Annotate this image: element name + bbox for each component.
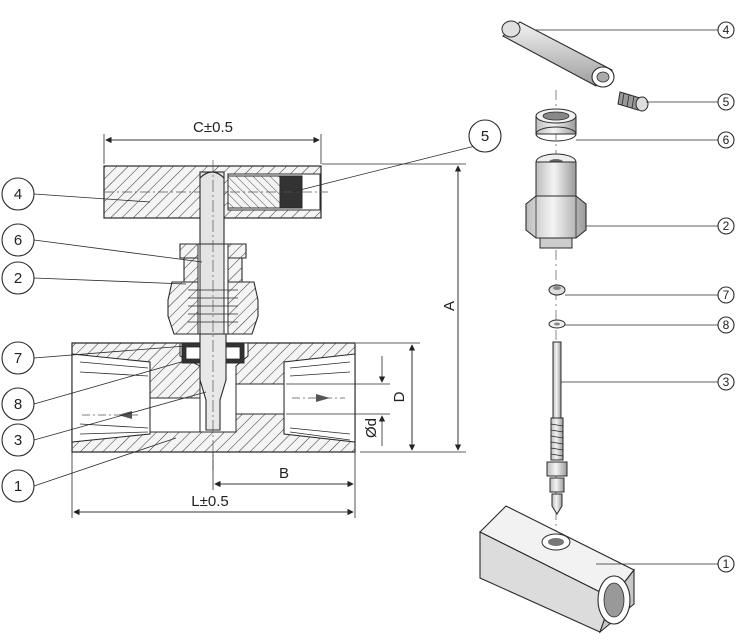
exploded-callout-8: 8 — [723, 318, 730, 332]
body-section — [71, 160, 356, 470]
exploded-callouts: 4 5 6 2 7 8 3 1 — [536, 21, 735, 573]
section-callouts: 5 4 6 2 7 8 3 — [1, 119, 502, 503]
exploded-callout-7: 7 — [723, 288, 730, 302]
exploded-body — [479, 505, 635, 634]
exploded-stem — [546, 341, 568, 515]
callout-6: 6 — [14, 232, 22, 249]
section-view: C±0.5 A D Ød B — [1, 119, 502, 518]
dimensions: C±0.5 A D Ød B — [71, 119, 466, 518]
dim-d-label: D — [391, 391, 408, 402]
callout-1: 1 — [14, 478, 22, 495]
callout-7: 7 — [14, 350, 22, 367]
dim-b-label: B — [279, 465, 289, 482]
dim-a-label: A — [441, 301, 458, 311]
dim-c-label: C±0.5 — [193, 119, 233, 136]
exploded-bonnet — [525, 153, 587, 249]
callout-8: 8 — [14, 396, 22, 413]
exploded-packing-nut — [535, 108, 577, 142]
dim-od-label: Ød — [363, 418, 380, 438]
exploded-callout-1: 1 — [723, 557, 730, 571]
exploded-handle — [501, 20, 615, 88]
exploded-callout-2: 2 — [723, 219, 730, 233]
exploded-view: 4 5 6 2 7 8 3 1 — [479, 20, 735, 634]
callout-3: 3 — [14, 432, 22, 449]
dim-l-label: L±0.5 — [191, 493, 228, 510]
exploded-callout-4: 4 — [723, 23, 730, 37]
exploded-set-screw — [617, 91, 649, 112]
callout-4: 4 — [14, 186, 22, 203]
exploded-callout-6: 6 — [723, 133, 730, 147]
callout-2: 2 — [14, 270, 22, 287]
callout-5: 5 — [481, 128, 489, 145]
exploded-callout-3: 3 — [723, 375, 730, 389]
exploded-callout-5: 5 — [723, 95, 730, 109]
